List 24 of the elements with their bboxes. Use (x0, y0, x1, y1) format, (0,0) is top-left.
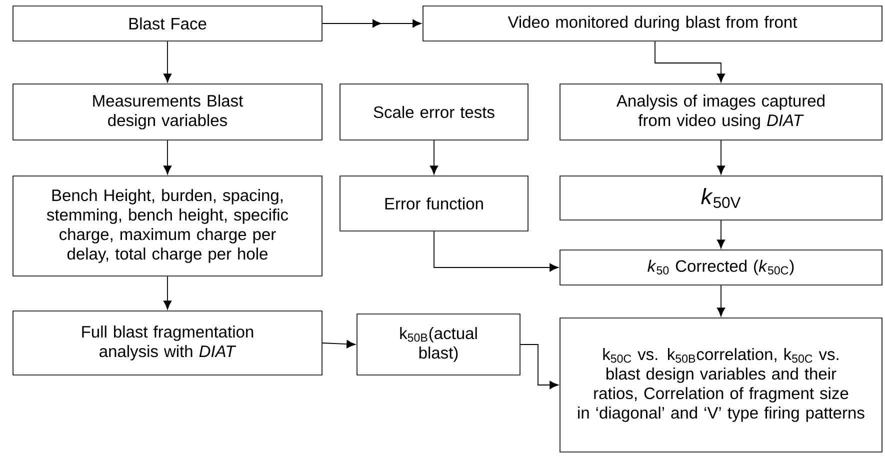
process-box: Bench Height, burden, spacing, stemming, bench height, specific charge, maximum charge per delay, total charge per hole (12, 176, 322, 276)
process-box: k$_{50}$ Corrected (k$_{50C}$) (560, 250, 882, 286)
process-box: Analysis of images captured from video using DIAT (560, 84, 882, 140)
process-box: Full blast fragmentation analysis with DIAT (12, 310, 322, 376)
arrow (434, 230, 558, 272)
arrow (430, 140, 438, 174)
process-box: Blast Face (12, 6, 322, 42)
process-box: k$_{50C}$ vs. k$_{50B}$correlation, k$_{50C}$ vs. blast design variables and their ratios, Correlation of fragment size in ‘diagonal’ and ‘V’ type firing patterns (560, 318, 882, 452)
process-box: k$_{50V}$ (560, 176, 882, 220)
process-box: Video monitored during blast from front (422, 6, 882, 42)
arrow (654, 40, 726, 82)
arrow (163, 140, 172, 174)
process-box: Measurements Blast design variables (12, 84, 322, 140)
arrow (163, 276, 172, 310)
arrow (163, 40, 172, 82)
arrow (716, 284, 726, 316)
arrow (322, 19, 422, 28)
process-box: Scale error tests (340, 84, 528, 140)
process-box: k$_{50B}$(actual blast) (356, 314, 520, 376)
arrow (716, 220, 726, 248)
arrow (322, 340, 356, 348)
arrow (520, 344, 558, 390)
arrow (716, 140, 726, 174)
process-box: Error function (340, 176, 528, 232)
